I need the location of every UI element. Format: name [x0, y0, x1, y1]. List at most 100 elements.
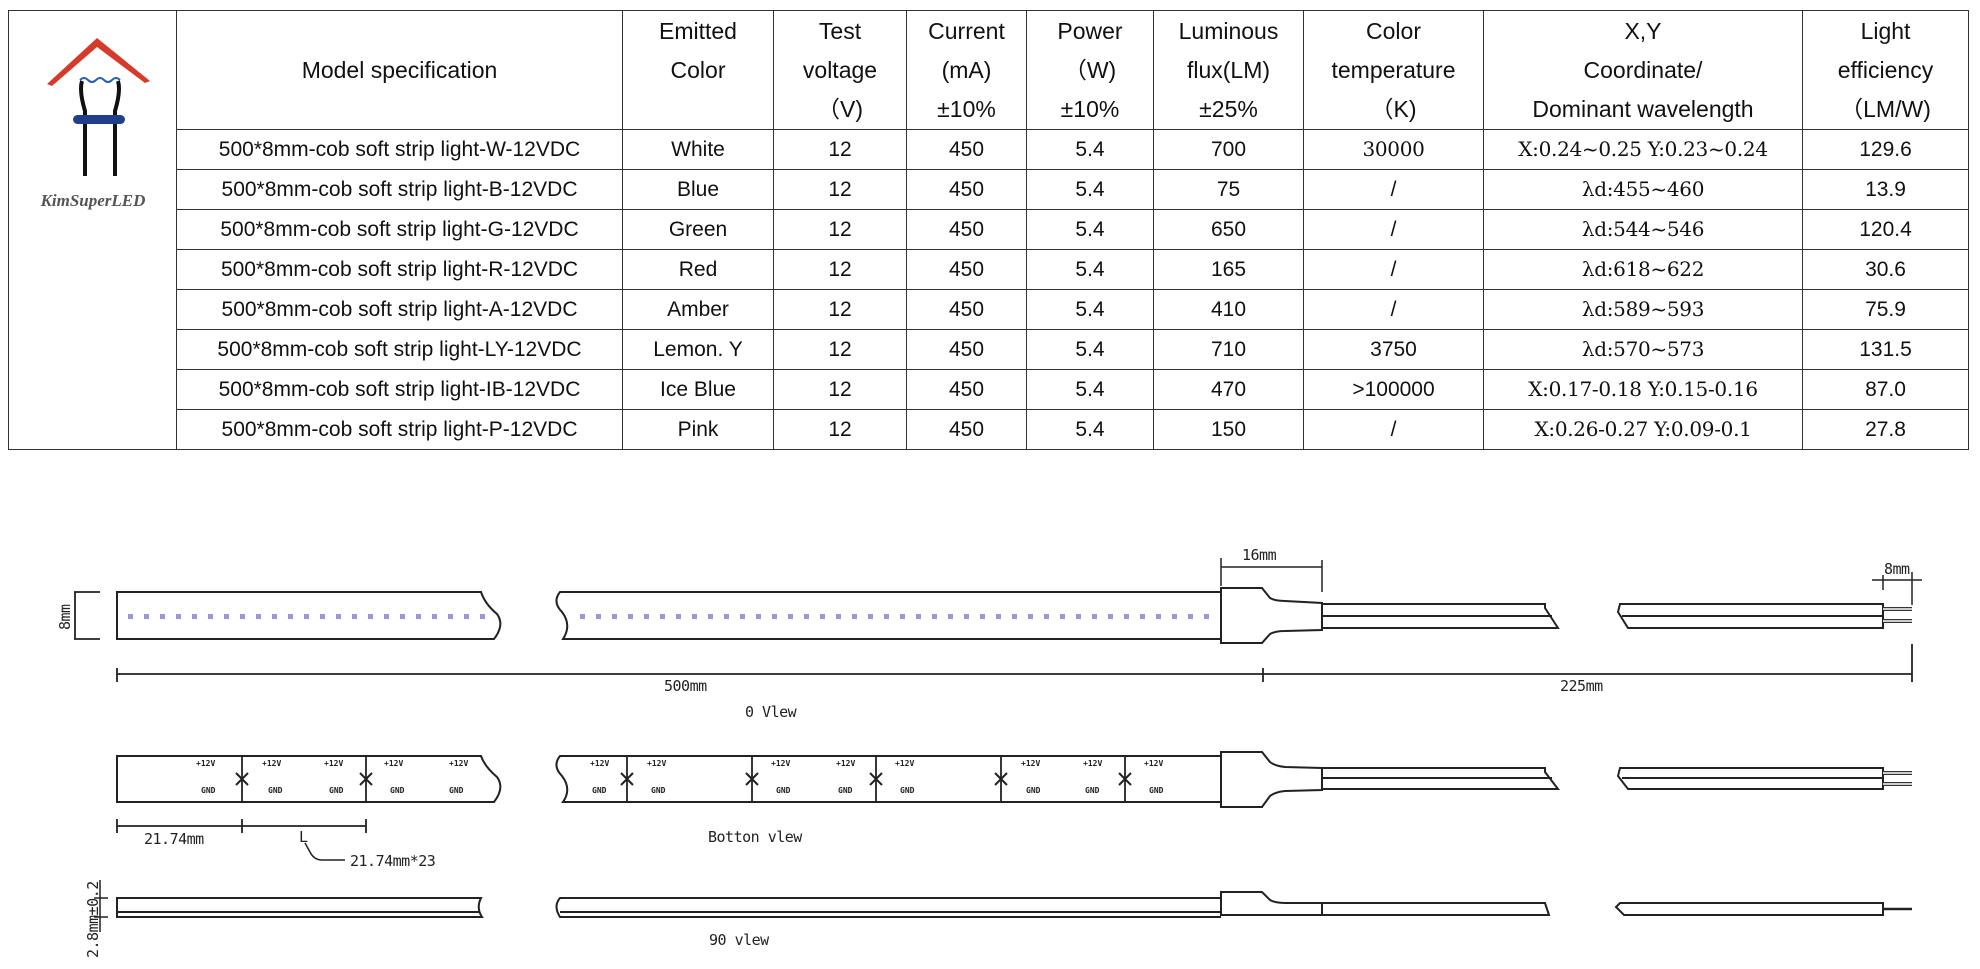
- cell-xy: X:0.26-0.27 Y:0.09-0.1: [1483, 409, 1803, 450]
- length-dimension-label: 500mm: [664, 677, 707, 695]
- pad-plus-label: +12V: [647, 759, 667, 768]
- cell-model: 500*8mm-cob soft strip light-A-12VDC: [176, 289, 623, 330]
- cell-current: 450: [906, 409, 1027, 450]
- pad-gnd-label: GND: [776, 786, 791, 795]
- cell-flux: 75: [1153, 169, 1304, 210]
- first-segment-label: 21.74mm: [144, 830, 204, 848]
- pad-plus-label: +12V: [196, 759, 216, 768]
- logo-text: KimSuperLED: [40, 191, 146, 210]
- cell-model: 500*8mm-cob soft strip light-R-12VDC: [176, 249, 623, 290]
- cell-voltage: 12: [773, 169, 907, 210]
- pad-gnd-label: GND: [592, 786, 607, 795]
- pad-plus-label: +12V: [1144, 759, 1164, 768]
- pin-dimension-label: 8mm: [1884, 560, 1910, 578]
- cell-power: 5.4: [1026, 209, 1154, 250]
- pad-gnd-label: GND: [390, 786, 405, 795]
- cell-flux: 710: [1153, 329, 1304, 370]
- top-view-label: 0 Vlew: [745, 703, 797, 721]
- pad-gnd-label: GND: [900, 786, 915, 795]
- cell-power: 5.4: [1026, 369, 1154, 410]
- cell-power: 5.4: [1026, 169, 1154, 210]
- cell-current: 450: [906, 209, 1027, 250]
- cell-flux: 410: [1153, 289, 1304, 330]
- led-dots: [128, 614, 1209, 619]
- brand-logo: KimSuperLED: [10, 12, 176, 252]
- cell-xy: λd:618~622: [1483, 249, 1803, 290]
- cell-color: Lemon. Y: [622, 329, 774, 370]
- cell-model: 500*8mm-cob soft strip light-B-12VDC: [176, 169, 623, 210]
- pad-gnd-label: GND: [268, 786, 283, 795]
- cell-current: 450: [906, 289, 1027, 330]
- header-current: Current(mA)±10%: [906, 10, 1027, 130]
- pad-gnd-label: GND: [1149, 786, 1164, 795]
- width-dimension-label: 8mm: [56, 604, 74, 630]
- cell-flux: 150: [1153, 409, 1304, 450]
- cell-color: Amber: [622, 289, 774, 330]
- top-view-strip: [116, 587, 1912, 644]
- cell-cct: 30000: [1303, 129, 1484, 170]
- cell-color: Red: [622, 249, 774, 290]
- cell-cct: 3750: [1303, 329, 1484, 370]
- pad-gnd-label: GND: [1085, 786, 1100, 795]
- house-logo-icon: [47, 38, 150, 176]
- cut-mark-icons: [235, 772, 1132, 786]
- pad-plus-label: +12V: [590, 759, 610, 768]
- cell-voltage: 12: [773, 289, 907, 330]
- cell-xy: λd:570~573: [1483, 329, 1803, 370]
- pad-gnd-label: GND: [449, 786, 464, 795]
- cell-xy: λd:544~546: [1483, 209, 1803, 250]
- cell-current: 450: [906, 249, 1027, 290]
- bottom-view-label: Botton vlew: [708, 828, 802, 846]
- cell-current: 450: [906, 369, 1027, 410]
- pad-gnd-label: GND: [329, 786, 344, 795]
- cell-model: 500*8mm-cob soft strip light-IB-12VDC: [176, 369, 623, 410]
- header-model: Model specification: [176, 10, 623, 130]
- cell-flux: 165: [1153, 249, 1304, 290]
- cell-voltage: 12: [773, 129, 907, 170]
- connector-dimension-label: 16mm: [1242, 546, 1277, 564]
- logo-cell: KimSuperLED: [8, 10, 177, 450]
- pad-plus-label: +12V: [1021, 759, 1041, 768]
- cell-efficiency: 13.9: [1802, 169, 1969, 210]
- cell-efficiency: 27.8: [1802, 409, 1969, 450]
- side-view-strip: [116, 891, 1912, 918]
- cell-power: 5.4: [1026, 409, 1154, 450]
- header-power: Power（W)±10%: [1026, 10, 1154, 130]
- pad-plus-label: +12V: [449, 759, 469, 768]
- segment-symbol-label: L: [299, 828, 308, 846]
- cell-efficiency: 120.4: [1802, 209, 1969, 250]
- segments-label: 21.74mm*23: [350, 852, 436, 870]
- cell-flux: 470: [1153, 369, 1304, 410]
- pad-plus-label: +12V: [384, 759, 404, 768]
- cell-cct: /: [1303, 409, 1484, 450]
- cell-efficiency: 131.5: [1802, 329, 1969, 370]
- pad-plus-label: +12V: [1083, 759, 1103, 768]
- cell-efficiency: 75.9: [1802, 289, 1969, 330]
- cell-model: 500*8mm-cob soft strip light-G-12VDC: [176, 209, 623, 250]
- cell-color: Green: [622, 209, 774, 250]
- pad-gnd-label: GND: [201, 786, 216, 795]
- cell-color: Pink: [622, 409, 774, 450]
- pad-gnd-label: GND: [1026, 786, 1041, 795]
- pad-plus-label: +12V: [836, 759, 856, 768]
- cell-xy: λd:589~593: [1483, 289, 1803, 330]
- cell-xy: X:0.24~0.25 Y:0.23~0.24: [1483, 129, 1803, 170]
- cell-cct: /: [1303, 169, 1484, 210]
- cell-model: 500*8mm-cob soft strip light-P-12VDC: [176, 409, 623, 450]
- pad-plus-label: +12V: [324, 759, 344, 768]
- cell-voltage: 12: [773, 329, 907, 370]
- side-view-label: 90 vlew: [709, 931, 769, 949]
- pad-plus-label: +12V: [771, 759, 791, 768]
